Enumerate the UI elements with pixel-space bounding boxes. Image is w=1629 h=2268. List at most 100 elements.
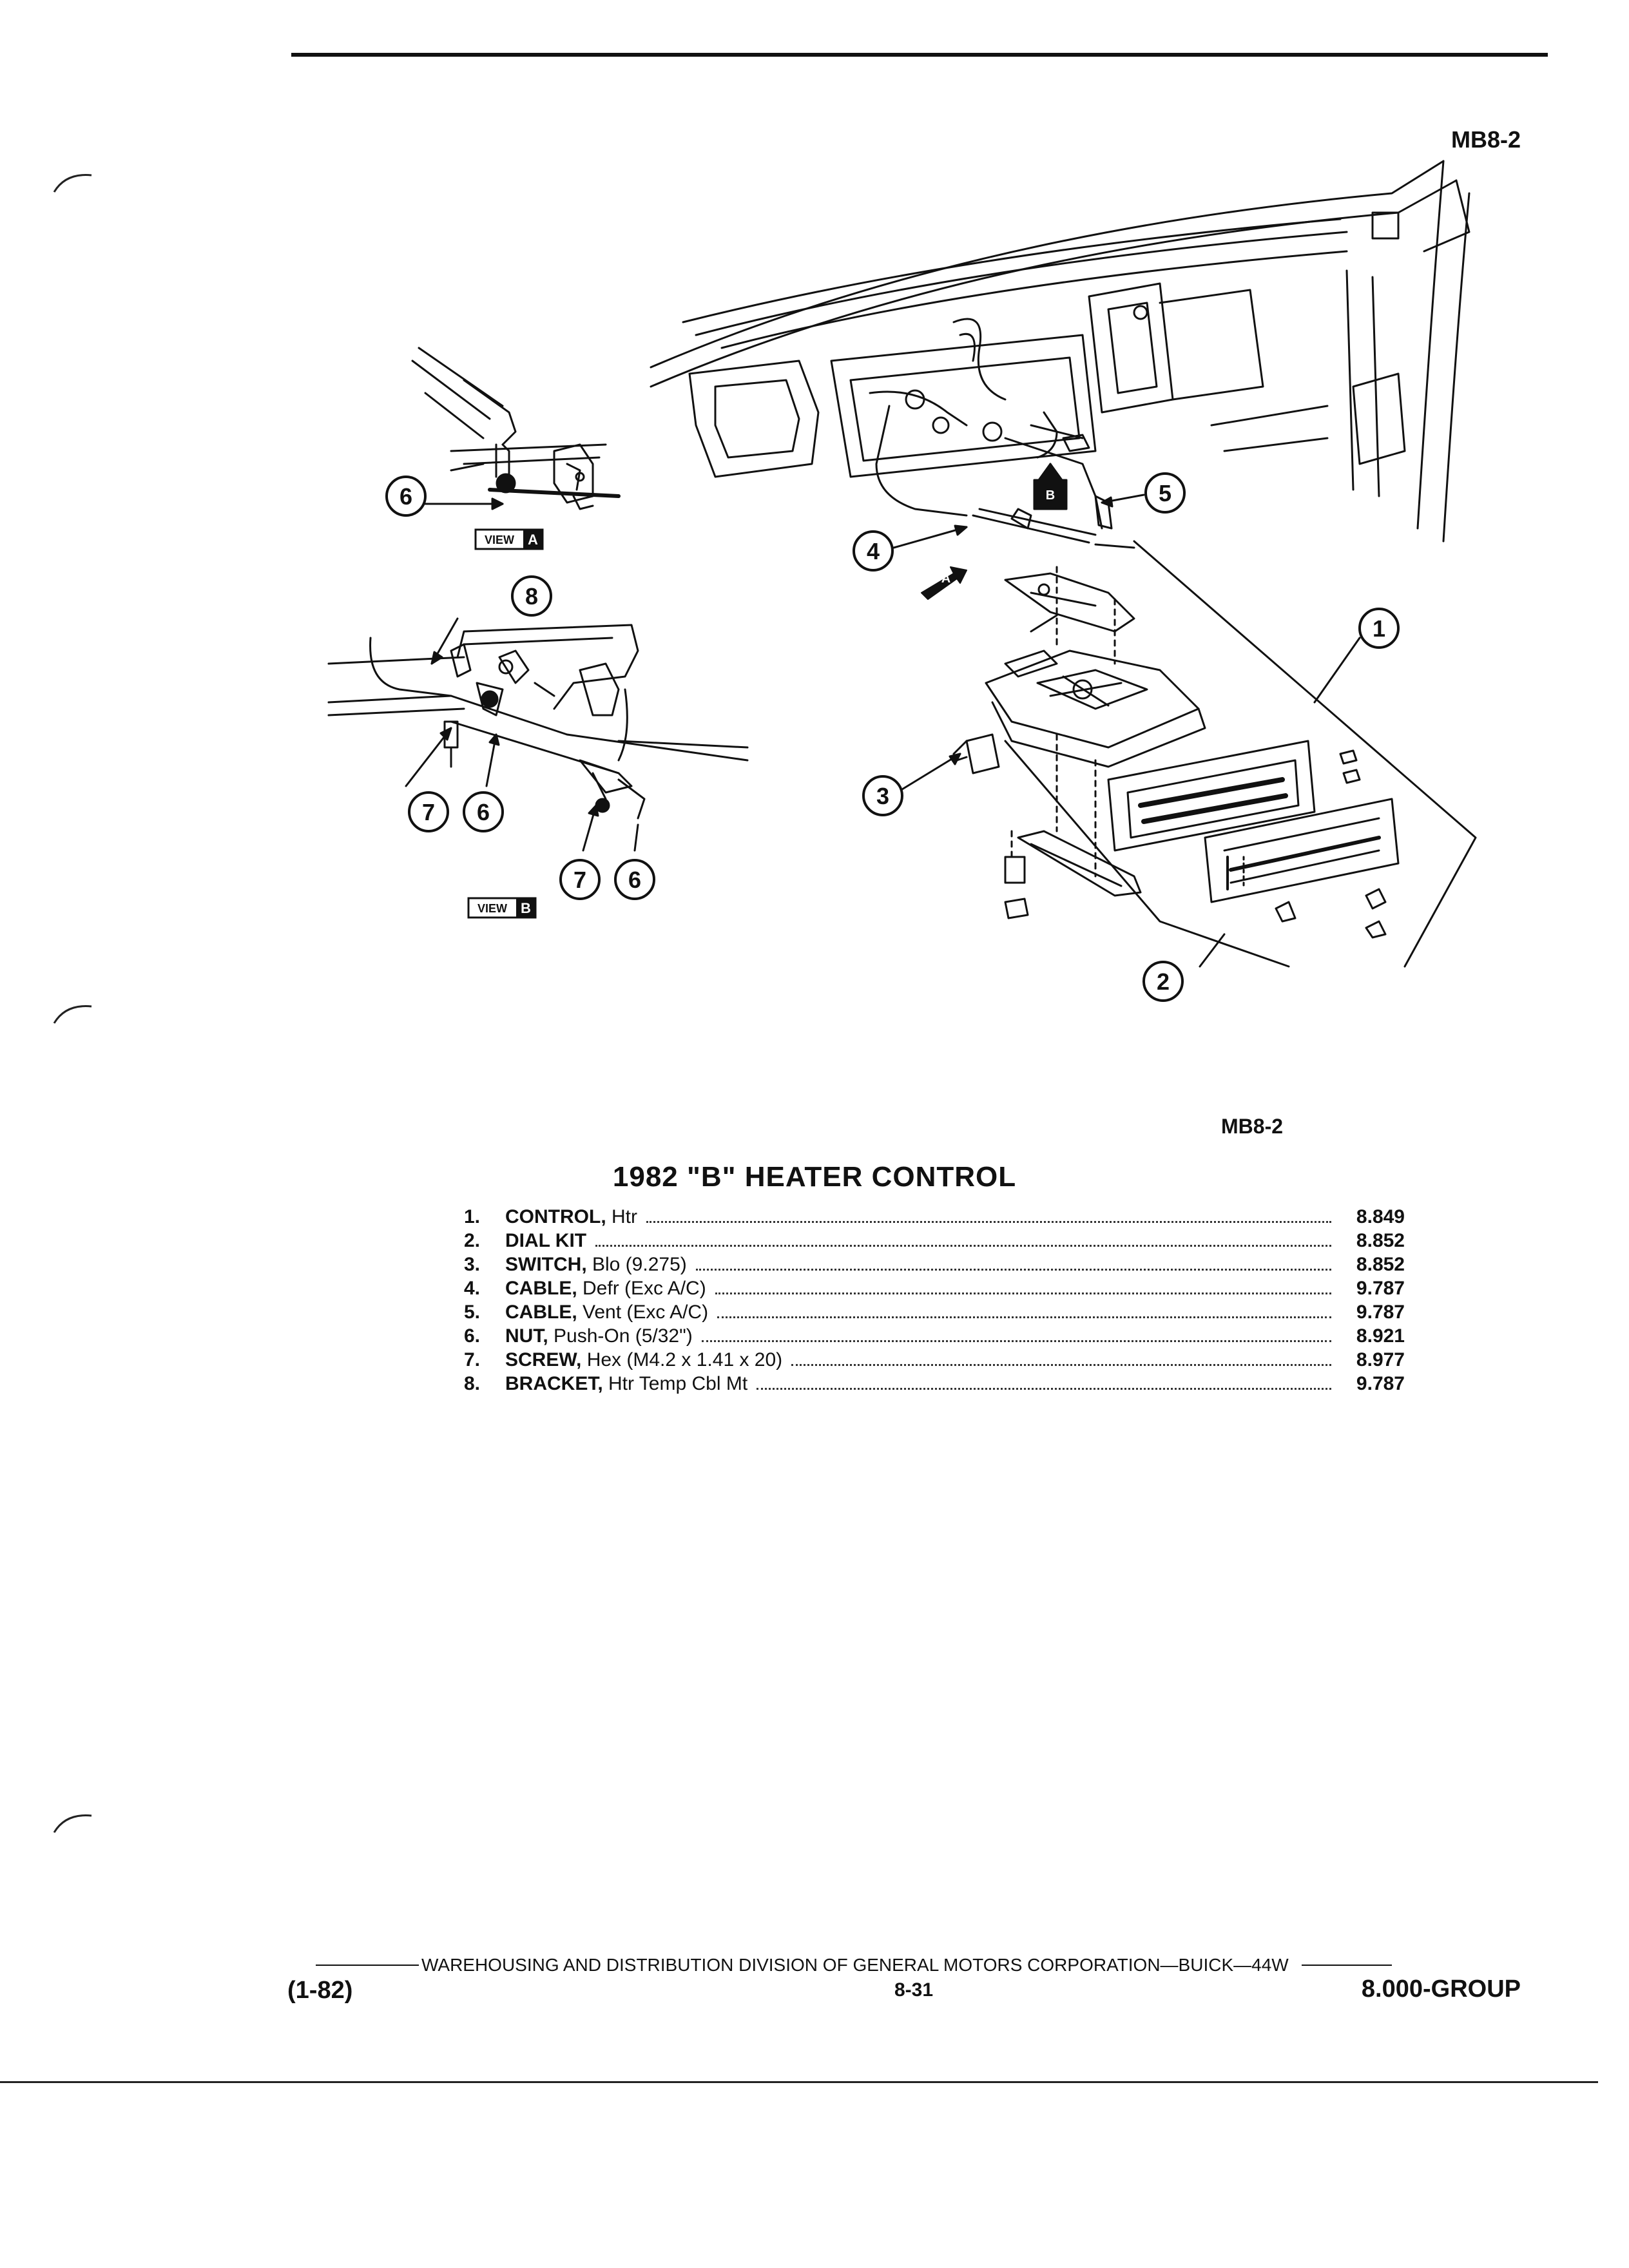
part-description: CABLE, Vent (Exc A/C) (505, 1302, 708, 1323)
dashboard-panel-drawing (650, 160, 1470, 549)
part-number: 3. (464, 1254, 481, 1275)
view-b-label: VIEW (477, 902, 507, 915)
bottom-rule (0, 2081, 1598, 2083)
part-name: BRACKET, (505, 1373, 603, 1394)
part-detail: Vent (Exc A/C) (577, 1302, 709, 1323)
part-group-ref: 8.977 (1356, 1349, 1405, 1370)
part-row: 8. BRACKET, Htr Temp Cbl Mt 9.787 (464, 1373, 1405, 1397)
callout-6-view-b-left (463, 791, 504, 832)
part-detail: Push-On (5/32") (548, 1325, 693, 1347)
view-b-letter: B (521, 900, 531, 916)
callout-4 (853, 530, 894, 572)
view-a-tag: VIEW A (474, 528, 544, 550)
part-row: 5. CABLE, Vent (Exc A/C) 9.787 (464, 1302, 1405, 1325)
footer-date: (1-82) (287, 1977, 353, 2004)
part-number: 1. (464, 1206, 481, 1227)
leader-dots (791, 1364, 1331, 1366)
callout-7b-number: 7 (574, 867, 586, 893)
callout-2 (1142, 961, 1184, 1002)
part-description: BRACKET, Htr Temp Cbl Mt (505, 1373, 747, 1395)
leader-dots (715, 1293, 1331, 1294)
part-number: 2. (464, 1230, 481, 1251)
part-number: 5. (464, 1302, 481, 1323)
part-name: NUT, (505, 1325, 548, 1347)
view-a-letter: A (528, 532, 538, 548)
part-description: NUT, Push-On (5/32") (505, 1325, 693, 1347)
callout-leaders (405, 494, 1361, 968)
header-ref-code: MB8-2 (1451, 126, 1521, 153)
part-group-ref: 8.849 (1356, 1206, 1405, 1227)
callout-3-number: 3 (876, 783, 889, 809)
arrow-a-letter: A (941, 572, 950, 586)
callout-1 (1358, 608, 1400, 649)
part-group-ref: 9.787 (1356, 1278, 1405, 1299)
callout-1-number: 1 (1373, 615, 1385, 642)
part-description: CABLE, Defr (Exc A/C) (505, 1278, 706, 1300)
callout-7a-number: 7 (422, 799, 435, 825)
view-a-detail-drawing (411, 347, 621, 510)
top-rule (291, 53, 1548, 57)
callout-7-view-b-left (408, 791, 449, 832)
leader-dots (701, 1340, 1331, 1342)
part-row: 6. NUT, Push-On (5/32") 8.921 (464, 1325, 1405, 1349)
part-description: SCREW, Hex (M4.2 x 1.41 x 20) (505, 1349, 782, 1371)
callout-6b-number: 6 (477, 799, 490, 825)
leader-dots (717, 1316, 1331, 1318)
part-detail: Hex (M4.2 x 1.41 x 20) (581, 1349, 783, 1370)
part-row: 7. SCREW, Hex (M4.2 x 1.41 x 20) 8.977 (464, 1349, 1405, 1373)
part-row: 1. CONTROL, Htr 8.849 (464, 1206, 1405, 1230)
part-group-ref: 8.852 (1356, 1254, 1405, 1275)
part-name: SWITCH, (505, 1254, 587, 1275)
direction-arrow-b (1038, 463, 1063, 481)
part-number: 7. (464, 1349, 481, 1370)
part-detail: Htr Temp Cbl Mt (602, 1373, 748, 1394)
binder-hole-mark-middle (53, 1000, 93, 1026)
binder-hole-mark-bottom (53, 1809, 93, 1835)
part-name: CABLE, (505, 1302, 577, 1323)
callout-6-view-a (385, 476, 427, 517)
leader-dots (646, 1221, 1331, 1223)
part-number: 4. (464, 1278, 481, 1299)
part-description: DIAL KIT (505, 1230, 586, 1252)
footer-rule-left (316, 1965, 419, 1966)
part-name: CABLE, (505, 1278, 577, 1299)
part-group-ref: 8.921 (1356, 1325, 1405, 1347)
part-detail: Htr (606, 1206, 637, 1227)
view-b-tag: VIEW B (467, 897, 537, 919)
part-description: CONTROL, Htr (505, 1206, 637, 1228)
part-name: DIAL KIT (505, 1230, 587, 1251)
part-row: 3. SWITCH, Blo (9.275) 8.852 (464, 1254, 1405, 1278)
callout-8-number: 8 (525, 583, 538, 610)
heater-control-assembly-drawing (952, 540, 1477, 968)
callout-7-view-b-right (559, 859, 601, 900)
footer-division-line: WAREHOUSING AND DISTRIBUTION DIVISION OF… (316, 1955, 1514, 1975)
page-title: 1982 "B" HEATER CONTROL (612, 1161, 1017, 1193)
binder-hole-mark-top (53, 169, 93, 195)
callout-8 (511, 575, 552, 617)
view-b-detail-drawing (327, 624, 749, 820)
part-detail: Defr (Exc A/C) (577, 1278, 706, 1299)
diagram-ref-code: MB8-2 (1221, 1115, 1284, 1138)
view-a-label: VIEW (485, 533, 514, 546)
direction-arrow-a (921, 566, 967, 600)
part-name: SCREW, (505, 1349, 582, 1370)
callout-5-number: 5 (1159, 480, 1171, 506)
leader-dots (595, 1245, 1331, 1247)
callout-6a-number: 6 (400, 483, 412, 510)
part-group-ref: 9.787 (1356, 1302, 1405, 1323)
footer-group: 8.000-GROUP (1361, 1975, 1521, 2003)
part-description: SWITCH, Blo (9.275) (505, 1254, 687, 1276)
footer-division-text: WAREHOUSING AND DISTRIBUTION DIVISION OF… (421, 1955, 1289, 1975)
footer-rule-right (1301, 1965, 1392, 1966)
part-name: CONTROL, (505, 1206, 606, 1227)
callout-5 (1144, 472, 1186, 514)
callout-6c-number: 6 (628, 867, 641, 893)
part-number: 6. (464, 1325, 481, 1347)
footer-page-number: 8-31 (894, 1979, 934, 2001)
callout-3 (862, 775, 903, 816)
leader-dots (695, 1269, 1331, 1271)
part-number: 8. (464, 1373, 481, 1394)
part-group-ref: 9.787 (1356, 1373, 1405, 1394)
arrow-b-letter: B (1046, 488, 1055, 503)
parts-list: 1. CONTROL, Htr 8.849 2. DIAL KIT 8.852 … (464, 1206, 1405, 1397)
